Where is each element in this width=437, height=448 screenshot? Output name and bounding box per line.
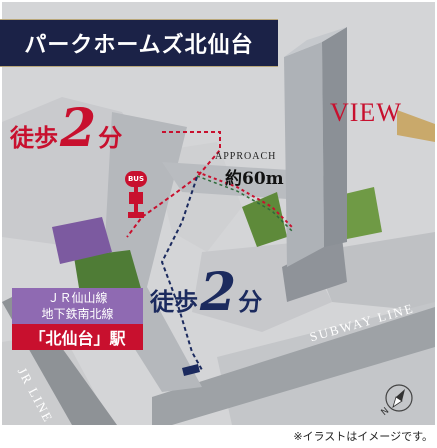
station-lines: ＪＲ仙山線 地下鉄南北線 — [12, 288, 143, 324]
jr-walk-route — [126, 131, 221, 238]
bus-stop-icon — [125, 171, 147, 218]
bus-stop-label: BUS — [127, 175, 145, 183]
subway-road — [152, 307, 435, 425]
compass-icon — [385, 384, 413, 412]
walk-unit: 分 — [238, 287, 263, 316]
tower-base — [282, 237, 347, 302]
park-area — [242, 192, 287, 247]
approach-distance: 約60m — [225, 169, 284, 189]
walk-prefix: 徒歩 — [150, 287, 198, 316]
station-line-subway: 地下鉄南北線 — [41, 307, 114, 321]
walk-minutes: 2 — [200, 262, 237, 323]
walk-prefix: 徒歩 — [10, 123, 58, 152]
station-name: 「北仙台」駅 — [12, 324, 143, 350]
jr-walk-time: 徒歩2分 — [10, 98, 122, 159]
map-frame — [2, 2, 435, 425]
approach-route-green — [196, 175, 293, 232]
station-building — [52, 217, 112, 264]
view-label: VIEW — [330, 98, 402, 127]
subway-walk-route — [160, 176, 203, 371]
approach-route — [196, 171, 293, 228]
property-title-banner: パークホームズ北仙台 — [0, 19, 278, 67]
walk-unit: 分 — [98, 123, 123, 152]
tower-top — [284, 27, 347, 57]
subway-walk-time: 徒歩2分 — [150, 262, 262, 323]
tower-front — [284, 42, 324, 267]
walk-minutes: 2 — [60, 98, 97, 159]
approach-label: APPROACH — [215, 151, 277, 162]
station-line-jr: ＪＲ仙山線 — [47, 291, 108, 305]
tower-side — [322, 27, 347, 247]
illustration-note: ※イラストはイメージです。 — [293, 430, 433, 443]
view-arrow — [397, 110, 435, 142]
tree-cluster — [74, 250, 142, 294]
subway-entrance — [182, 364, 200, 376]
map-artwork — [2, 2, 435, 425]
